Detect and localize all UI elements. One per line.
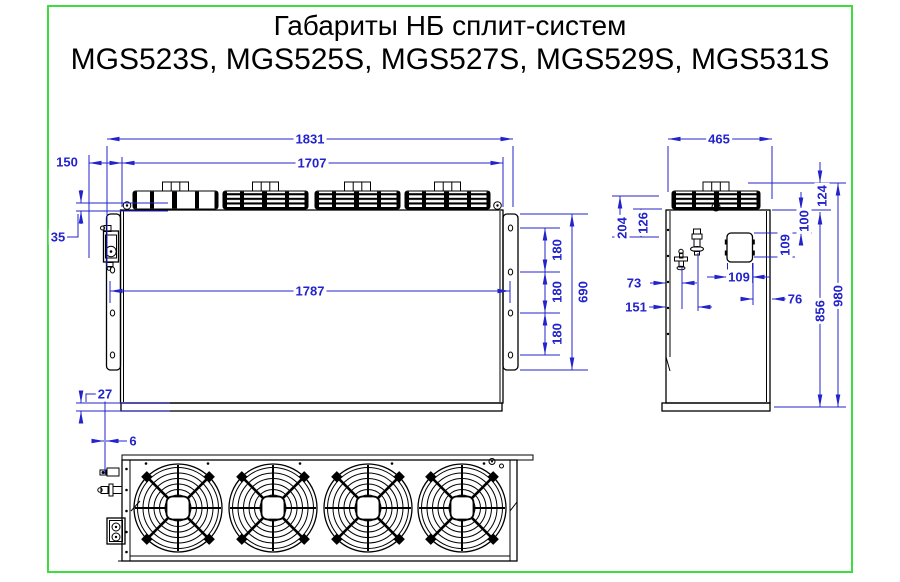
bottom-fan-view — [97, 454, 534, 562]
fan-3 — [322, 462, 414, 554]
dim-side-panel-top-offset: 100 — [796, 208, 812, 234]
drawing-frame — [47, 5, 853, 573]
coil-terminal-blocks — [162, 181, 461, 192]
dim-side-coil-height: 124 — [814, 183, 830, 209]
dim-front-left-offset: 150 — [54, 154, 80, 170]
panel-screws — [125, 462, 486, 554]
dimension-lines — [67, 136, 846, 474]
pipe-fitting-small — [99, 467, 120, 477]
drawing-subtitle-models: MGS523S, MGS525S, MGS527S, MGS529S, MGS5… — [70, 43, 830, 76]
dim-front-mount-span: 1787 — [293, 283, 327, 299]
side-valve-small — [674, 248, 688, 271]
dim-front-flange-span: 690 — [575, 279, 591, 305]
dim-side-panel-width: 109 — [726, 269, 752, 285]
dim-side-panel-height: 109 — [777, 232, 793, 258]
side-view — [661, 181, 771, 412]
dim-front-hole-pitch-2: 180 — [549, 279, 565, 305]
dim-side-body-height: 856 — [812, 298, 828, 324]
side-flange-holes — [666, 228, 670, 336]
fan-4 — [416, 462, 508, 554]
fan-1 — [132, 462, 224, 554]
junction-box — [106, 517, 126, 545]
fan-2 — [227, 462, 319, 554]
dim-side-depth: 465 — [706, 131, 732, 147]
dim-front-top-step: 35 — [48, 229, 68, 245]
dim-front-base-height: 27 — [95, 386, 115, 402]
drawing-title: Габариты НБ сплит-систем — [273, 10, 627, 41]
coil-sections — [122, 181, 502, 210]
dim-front-coil-width: 1707 — [295, 155, 329, 171]
dim-front-hole-pitch-3: 180 — [549, 321, 565, 347]
dim-side-valve-top-offset: 126 — [635, 210, 651, 236]
dim-side-coil-clearance: 204 — [614, 215, 630, 241]
pipe-fitting-large — [97, 483, 123, 497]
dim-front-fan-offset: 6 — [127, 433, 139, 449]
dim-front-overall-width: 1831 — [293, 131, 327, 147]
dim-side-overall-height: 980 — [830, 283, 846, 309]
dim-side-valve-large-offset: 151 — [623, 299, 649, 315]
dim-side-valve-small-offset: 73 — [624, 275, 644, 291]
service-valve-assembly — [100, 225, 120, 271]
side-valve-large — [690, 228, 704, 256]
electrical-panel-cover — [724, 232, 755, 263]
dim-front-hole-pitch-1: 180 — [549, 237, 565, 263]
dim-side-panel-right-offset: 76 — [785, 291, 805, 307]
